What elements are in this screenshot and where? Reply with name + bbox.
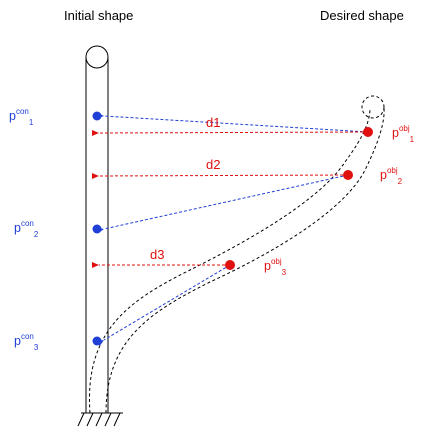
objective-points xyxy=(225,127,373,270)
distance-label-1: d1 xyxy=(206,115,221,130)
control-point-3 xyxy=(92,336,102,346)
control-point-1 xyxy=(92,111,102,121)
control-arrows xyxy=(96,112,369,347)
control-points xyxy=(92,111,102,346)
control-label-3: pcon3 xyxy=(14,332,39,352)
objective-point-3 xyxy=(225,260,235,270)
initial-top-circle xyxy=(85,45,109,69)
control-label-1: pcon1 xyxy=(9,107,34,127)
objective-label-1: pobj1 xyxy=(392,124,415,144)
initial-shape-title: Initial shape xyxy=(64,8,134,23)
distance-arrows xyxy=(91,130,369,268)
control-label-2: pcon2 xyxy=(14,219,39,239)
control-point-2 xyxy=(92,224,102,234)
objective-label-3: pobj3 xyxy=(264,257,287,277)
desired-shape xyxy=(88,95,385,414)
desired-shape-title: Desired shape xyxy=(320,8,404,23)
desired-top-circle xyxy=(361,95,385,119)
distance-label-2: d2 xyxy=(206,157,221,172)
ground-support xyxy=(77,412,123,427)
objective-point-1 xyxy=(363,127,373,137)
objective-label-2: pobj2 xyxy=(380,166,403,186)
objective-point-2 xyxy=(343,170,353,180)
distance-label-3: d3 xyxy=(150,247,165,262)
